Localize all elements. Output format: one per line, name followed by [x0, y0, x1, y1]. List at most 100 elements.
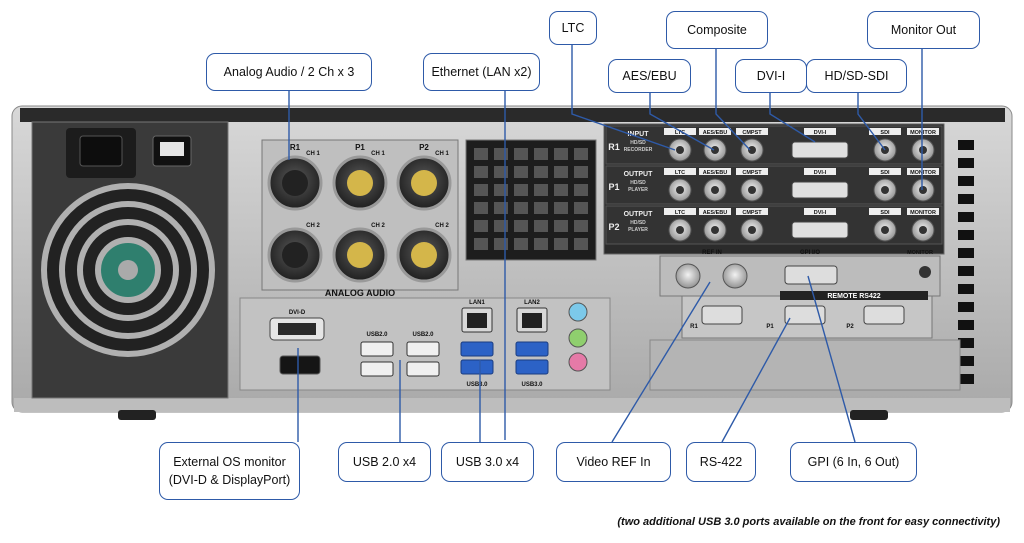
column-header: LTC — [675, 170, 685, 176]
column-header: CMPST — [742, 210, 762, 216]
ethernet-jack — [522, 313, 542, 328]
monitor-jack[interactable] — [919, 266, 931, 278]
audio-group-label: R1 — [290, 143, 301, 152]
rs422-port[interactable] — [784, 305, 826, 325]
column-header: DVI-I — [814, 210, 827, 216]
audio-jack[interactable] — [568, 302, 588, 322]
side-vent-slot — [958, 212, 974, 222]
audio-jack[interactable] — [568, 352, 588, 372]
vent-hole — [554, 238, 568, 250]
vent-hole — [574, 166, 588, 178]
column-header-bg — [907, 168, 939, 175]
vent-hole — [574, 184, 588, 196]
vent-hole — [474, 202, 488, 214]
xlr-pin — [282, 170, 308, 196]
row-sub2: PLAYER — [628, 187, 648, 193]
callout-usb30: USB 3.0 x4 — [441, 442, 534, 482]
callout-video-ref-in: Video REF In — [556, 442, 671, 482]
bnc-center — [711, 186, 719, 194]
callout-ltc-text: LTC — [561, 20, 585, 35]
xlr-pin — [347, 170, 373, 196]
audio-jack[interactable] — [568, 328, 588, 348]
leader-line — [649, 93, 715, 151]
power-supply — [31, 121, 229, 399]
vent-hole — [474, 238, 488, 250]
column-header: AES/EBU — [703, 170, 727, 176]
bnc-center — [676, 226, 684, 234]
usb30-port[interactable] — [460, 359, 494, 375]
vent-hole — [494, 148, 508, 160]
vent-hole — [474, 148, 488, 160]
xlr-pin — [282, 242, 308, 268]
row-id: P2 — [608, 222, 619, 232]
side-vent-slot — [958, 176, 974, 186]
channel-label: CH 1 — [306, 151, 320, 157]
callout-external-os-monitor: External OS monitor(DVI-D & DisplayPort) — [159, 442, 300, 500]
foot-right — [850, 410, 888, 420]
callout-external-os-monitor-line1: External OS monitor — [173, 454, 286, 469]
usb20-port[interactable] — [360, 361, 394, 377]
column-header: SDI — [880, 210, 890, 216]
monitor-label: MONITOR — [907, 250, 933, 256]
column-header: MONITOR — [910, 170, 936, 176]
usb30-port[interactable] — [460, 341, 494, 357]
vent-hole — [494, 166, 508, 178]
callout-gpi: GPI (6 In, 6 Out) — [790, 442, 917, 482]
rs422-port-label: P1 — [766, 324, 774, 330]
ethernet-jack — [467, 313, 487, 328]
usb20-port[interactable] — [406, 361, 440, 377]
xlr-pin — [347, 242, 373, 268]
callout-hd-sd-sdi-text: HD/SD-SDI — [824, 68, 889, 83]
bnc-center — [919, 146, 927, 154]
dvi-i-port[interactable] — [791, 181, 849, 199]
side-vent-slot — [958, 230, 974, 240]
displayport-port[interactable] — [279, 355, 321, 375]
row-mode: OUTPUT — [624, 171, 654, 178]
lan1-label: LAN1 — [469, 300, 485, 306]
vent-hole — [514, 202, 528, 214]
column-header-bg — [664, 208, 696, 215]
ref-bnc[interactable] — [675, 263, 701, 289]
callout-composite-text: Composite — [687, 22, 747, 37]
xlr-pin — [411, 170, 437, 196]
vent-hole — [514, 220, 528, 232]
vent-hole — [514, 184, 528, 196]
callout-external-os-monitor-text: External OS monitor(DVI-D & DisplayPort) — [169, 453, 291, 489]
leader-line — [571, 45, 676, 151]
ref-bnc[interactable] — [722, 263, 748, 289]
usb20-port[interactable] — [360, 341, 394, 357]
rs422-port[interactable] — [701, 305, 743, 325]
foot-left — [118, 410, 156, 420]
usb30-port[interactable] — [515, 341, 549, 357]
vent-hole — [534, 238, 548, 250]
audio-title: ANALOG AUDIO — [325, 288, 395, 298]
rs422-port-label: R1 — [690, 324, 698, 330]
channel-label: CH 2 — [435, 223, 449, 229]
dvi-i-port[interactable] — [791, 141, 849, 159]
usb30-label: USB3.0 — [521, 382, 543, 388]
vent-hole — [534, 202, 548, 214]
dvi-i-port[interactable] — [791, 221, 849, 239]
rs422-port[interactable] — [863, 305, 905, 325]
vent-hole — [574, 220, 588, 232]
usb30-port[interactable] — [515, 359, 549, 375]
column-header: LTC — [675, 130, 685, 136]
lan2-label: LAN2 — [524, 300, 540, 306]
channel-label: CH 2 — [306, 223, 320, 229]
callout-analog-audio-text: Analog Audio / 2 Ch x 3 — [223, 64, 355, 79]
gpi-port[interactable] — [784, 265, 838, 285]
callout-usb20-text: USB 2.0 x4 — [352, 454, 417, 469]
channel-label: CH 1 — [371, 151, 385, 157]
column-header-bg — [804, 128, 836, 135]
side-vent-slot — [958, 158, 974, 168]
vent-hole — [574, 202, 588, 214]
dvi-d-port[interactable] — [269, 317, 325, 341]
usb20-port[interactable] — [406, 341, 440, 357]
row-sub2: PLAYER — [628, 227, 648, 233]
column-header-bg — [907, 128, 939, 135]
leader-line — [721, 317, 791, 443]
bnc-center — [881, 186, 889, 194]
column-header: CMPST — [742, 130, 762, 136]
vent-hole — [554, 220, 568, 232]
vent-hole — [554, 148, 568, 160]
